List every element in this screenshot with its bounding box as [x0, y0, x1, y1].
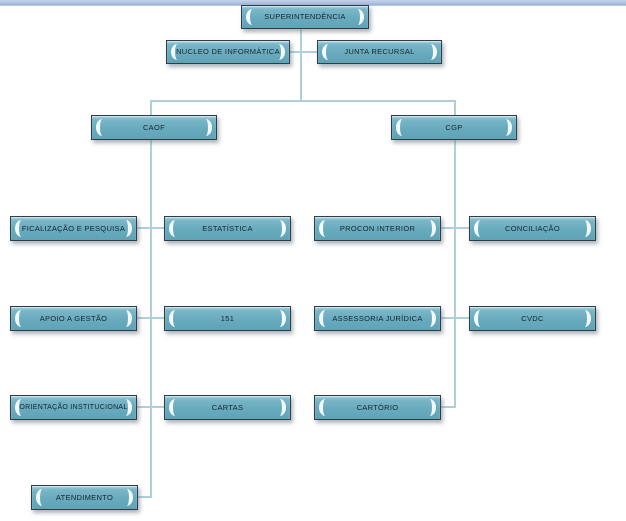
org-node-atendimento[interactable]: ATENDIMENTO: [31, 485, 138, 510]
org-node-superintendencia[interactable]: SUPERINTENDÊNCIA: [241, 5, 369, 29]
org-node-cvdc[interactable]: CVDC: [469, 306, 596, 331]
connector-line: [454, 100, 456, 115]
org-node-cgp[interactable]: CGP: [391, 115, 517, 140]
org-node-estatistica[interactable]: ESTATÍSTICA: [164, 216, 291, 241]
connector-line: [441, 227, 469, 229]
org-node-assessoria-juridica[interactable]: ASSESSORIA JURÍDICA: [314, 306, 441, 331]
org-node-conciliacao[interactable]: CONCILIAÇÃO: [469, 216, 596, 241]
org-node-procon-interior[interactable]: PROCON INTERIOR: [314, 216, 441, 241]
org-node-junta-recursal[interactable]: JUNTA RECURSAL: [317, 40, 442, 64]
connector-line: [454, 140, 456, 408]
connector-line: [137, 317, 164, 319]
org-node-cartorio[interactable]: CARTÓRIO: [314, 395, 441, 420]
org-node-orientacao-institucional[interactable]: ORIENTAÇÃO INSTITUCIONAL: [10, 395, 137, 420]
org-node-ficalizacao-e-pesquisa[interactable]: FICALIZAÇÃO E PESQUISA: [10, 216, 137, 241]
connector-line: [150, 140, 152, 498]
connector-line: [137, 227, 164, 229]
connector-line: [441, 317, 469, 319]
connector-line: [137, 406, 164, 408]
connector-line: [441, 406, 456, 408]
connector-line: [138, 496, 152, 498]
connector-line: [150, 100, 152, 115]
org-node-nucleo-de-informatica[interactable]: NUCLEO DE INFORMÁTICA: [166, 40, 290, 64]
org-node-151[interactable]: 151: [164, 306, 291, 331]
org-node-caof[interactable]: CAOF: [91, 115, 217, 140]
org-node-cartas[interactable]: CARTAS: [164, 395, 291, 420]
connector-line: [300, 29, 302, 101]
connector-line: [150, 100, 456, 102]
org-node-apoio-a-gestao[interactable]: APOIO A GESTÃO: [10, 306, 137, 331]
connector-line: [290, 51, 317, 53]
